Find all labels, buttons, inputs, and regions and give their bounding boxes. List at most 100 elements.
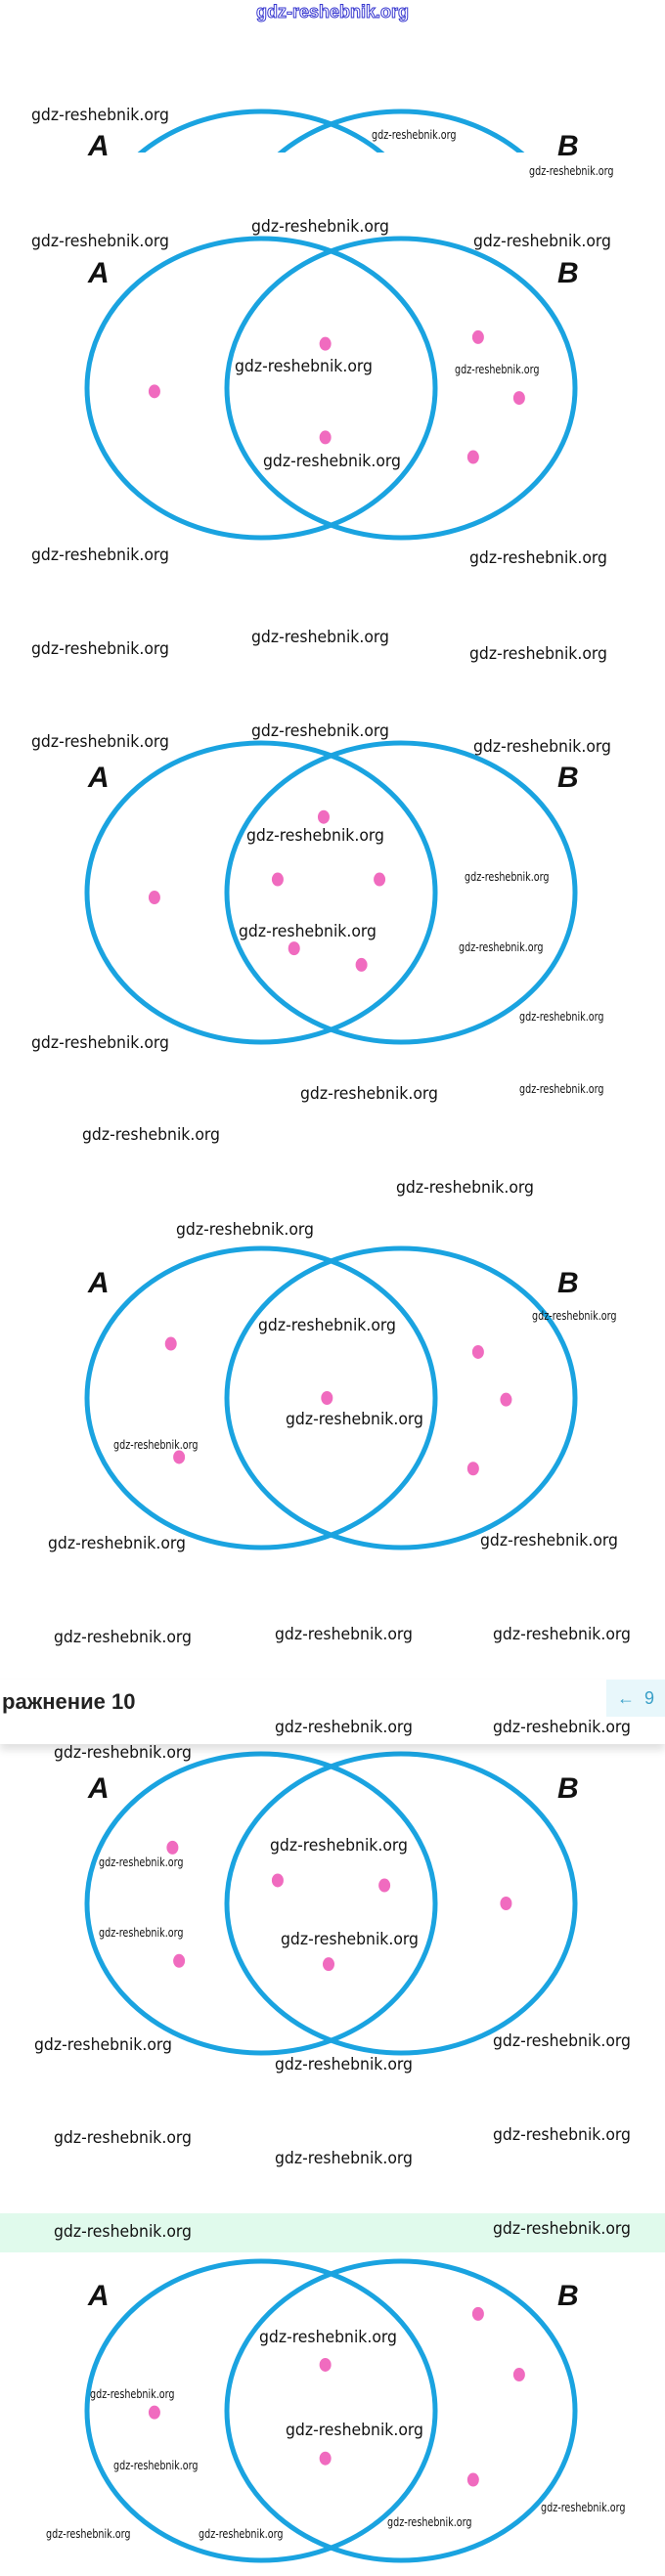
watermark-text: gdz-reshebnik.org <box>257 1315 396 1335</box>
element-dot <box>466 1462 479 1476</box>
set-b-circle <box>224 236 578 541</box>
site-title[interactable]: gdz-reshebnik.org <box>255 2 409 22</box>
watermark-text: gdz-reshebnik.org <box>371 127 457 142</box>
watermark-text: gdz-reshebnik.org <box>46 2527 131 2542</box>
element-dot <box>271 872 284 887</box>
watermark-text: gdz-reshebnik.org <box>518 1081 604 1096</box>
element-dot <box>148 2405 160 2420</box>
watermark-text: gdz-reshebnik.org <box>300 1083 439 1104</box>
venn-diagram <box>137 109 525 153</box>
set-b-circle <box>224 740 578 1045</box>
element-dot <box>471 1344 484 1359</box>
element-dot <box>471 2306 484 2321</box>
highlight-band <box>0 2213 665 2252</box>
element-dot <box>317 809 330 824</box>
element-dot <box>378 1878 391 1893</box>
watermark-text: gdz-reshebnik.org <box>274 2054 413 2074</box>
watermark-text: gdz-reshebnik.org <box>269 1836 408 1856</box>
prev-exercise-number: 9 <box>643 1688 654 1708</box>
element-dot <box>319 2357 332 2372</box>
element-dot <box>500 1392 512 1407</box>
watermark-text: gdz-reshebnik.org <box>54 2222 193 2243</box>
set-a-circle <box>84 740 438 1045</box>
watermark-text: gdz-reshebnik.org <box>274 1718 413 1738</box>
watermark-text: gdz-reshebnik.org <box>30 105 169 125</box>
element-dot <box>355 957 368 972</box>
watermark-text: gdz-reshebnik.org <box>458 940 544 955</box>
element-dot <box>319 2451 332 2466</box>
watermark-text: gdz-reshebnik.org <box>540 2501 626 2515</box>
element-dot <box>500 1897 512 1910</box>
element-dot <box>173 1953 186 1968</box>
watermark-text: gdz-reshebnik.org <box>82 1124 220 1145</box>
watermark-text: gdz-reshebnik.org <box>472 231 611 251</box>
watermark-text: gdz-reshebnik.org <box>472 737 611 758</box>
watermark-text: gdz-reshebnik.org <box>47 1534 186 1554</box>
set-b-label: B <box>557 762 579 794</box>
watermark-text: gdz-reshebnik.org <box>259 2327 398 2347</box>
watermark-text: gdz-reshebnik.org <box>518 1009 604 1024</box>
arrow-left-icon: ← <box>616 1688 635 1708</box>
watermark-text: gdz-reshebnik.org <box>493 2218 631 2239</box>
watermark-text: gdz-reshebnik.org <box>274 1624 413 1644</box>
set-b-label: B <box>557 1772 579 1805</box>
set-a-circle <box>84 2258 438 2563</box>
set-a-label: A <box>87 1267 110 1299</box>
watermark-text: gdz-reshebnik.org <box>112 1438 199 1453</box>
watermark-text: gdz-reshebnik.org <box>493 2031 631 2052</box>
watermark-text: gdz-reshebnik.org <box>98 1926 184 1941</box>
set-a-circle <box>137 109 385 153</box>
watermark-text: gdz-reshebnik.org <box>395 1177 534 1198</box>
set-a-label: A <box>87 2280 110 2312</box>
watermark-text: gdz-reshebnik.org <box>251 720 390 741</box>
watermark-text: gdz-reshebnik.org <box>30 545 169 565</box>
element-dot <box>512 2368 525 2382</box>
watermark-text: gdz-reshebnik.org <box>112 2458 199 2472</box>
watermark-text: gdz-reshebnik.org <box>199 2527 284 2542</box>
set-a-circle <box>84 1245 438 1550</box>
set-b-circle <box>224 1245 578 1550</box>
watermark-text: gdz-reshebnik.org <box>30 732 169 753</box>
watermark-text: gdz-reshebnik.org <box>286 2421 424 2441</box>
element-dot <box>166 1840 179 1855</box>
element-dot <box>148 384 160 399</box>
watermark-text: gdz-reshebnik.org <box>465 870 550 885</box>
watermark-text: gdz-reshebnik.org <box>235 356 374 376</box>
watermark-text: gdz-reshebnik.org <box>455 363 540 376</box>
watermark-text: gdz-reshebnik.org <box>493 1718 631 1738</box>
prev-exercise-button[interactable]: ← 9 <box>606 1680 665 1717</box>
watermark-text: gdz-reshebnik.org <box>54 2128 193 2149</box>
set-a-label: A <box>87 130 110 162</box>
element-dot <box>319 336 332 351</box>
watermark-text: gdz-reshebnik.org <box>286 1409 424 1429</box>
element-dot <box>164 1336 177 1351</box>
watermark-text: gdz-reshebnik.org <box>387 2515 473 2530</box>
set-b-circle <box>224 2258 578 2563</box>
set-a-circle <box>84 236 438 541</box>
venn-diagram <box>84 740 578 1045</box>
watermark-text: gdz-reshebnik.org <box>469 548 608 569</box>
watermark-text: gdz-reshebnik.org <box>532 1308 617 1323</box>
watermark-text: gdz-reshebnik.org <box>30 638 169 659</box>
element-dot <box>466 450 479 464</box>
set-a-label: A <box>87 762 110 794</box>
element-dot <box>323 1957 334 1972</box>
watermark-text: gdz-reshebnik.org <box>54 1627 193 1647</box>
watermark-text: gdz-reshebnik.org <box>246 826 384 847</box>
exercise-header-bar <box>0 1680 665 1744</box>
watermark-text: gdz-reshebnik.org <box>238 921 377 941</box>
exercise-title: ражнение 10 <box>2 1689 136 1714</box>
venn-diagram <box>84 1751 578 2056</box>
element-dot <box>319 430 332 445</box>
watermark-text: gdz-reshebnik.org <box>493 1624 631 1644</box>
watermark-text: gdz-reshebnik.org <box>493 2125 631 2145</box>
watermark-text: gdz-reshebnik.org <box>98 1856 184 1870</box>
watermark-text: gdz-reshebnik.org <box>30 231 169 251</box>
set-b-label: B <box>557 2280 579 2312</box>
set-b-circle <box>277 109 525 153</box>
venn-diagram <box>84 2258 578 2563</box>
set-a-label: A <box>87 1772 110 1805</box>
set-b-circle <box>224 1751 578 2056</box>
watermark-text: gdz-reshebnik.org <box>274 2148 413 2168</box>
